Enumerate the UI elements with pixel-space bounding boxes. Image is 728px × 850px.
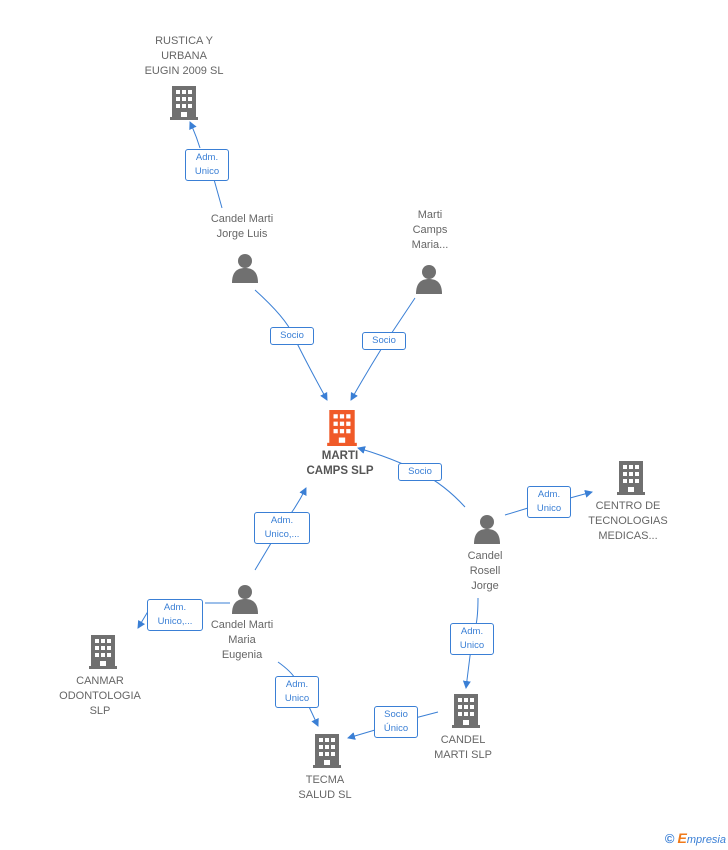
- person-icon[interactable]: [232, 254, 258, 283]
- edge-label-adm-unico: Adm. Unico: [527, 486, 571, 518]
- edge-label-adm-unico: Adm. Unico: [450, 623, 494, 655]
- node-label-candel-rosell[interactable]: Candel Rosell Jorge: [467, 550, 503, 592]
- person-icon[interactable]: [232, 585, 258, 614]
- node-label-candel-marti-maria[interactable]: Candel Marti Maria Eugenia: [210, 619, 274, 661]
- building-icon[interactable]: [452, 694, 480, 728]
- edge-label-socio: Socio: [398, 463, 442, 481]
- edge-label-adm-unico: Adm. Unico: [185, 149, 229, 181]
- node-label-marti-camps-maria[interactable]: Marti Camps Maria...: [411, 209, 449, 251]
- edge-candel-rosell-to-centro: [504, 492, 592, 516]
- edge-label-socio: Socio: [270, 327, 314, 345]
- node-label-tecma[interactable]: TECMA SALUD SL: [298, 774, 352, 801]
- person-icon[interactable]: [416, 265, 442, 294]
- edge-label-adm-unico: Adm. Unico,...: [147, 599, 203, 631]
- brand-name: mpresia: [686, 834, 726, 846]
- node-label-main[interactable]: MARTI CAMPS SLP: [306, 450, 374, 477]
- brand-initial: E: [677, 830, 687, 846]
- node-label-candel-marti-slp[interactable]: CANDEL MARTI SLP: [434, 734, 492, 761]
- edge-candel-slp-to-tecma: [348, 711, 439, 738]
- node-label-candel-marti-jorge[interactable]: Candel Marti Jorge Luis: [210, 213, 274, 240]
- nodes: [89, 86, 645, 768]
- main-building-icon[interactable]: [327, 410, 357, 446]
- building-icon[interactable]: [89, 635, 117, 669]
- edge-label-adm-unico: Adm. Unico,...: [254, 512, 310, 544]
- node-label-rustica[interactable]: RUSTICA Y URBANA EUGIN 2009 SL: [144, 35, 224, 77]
- footer-brand[interactable]: © Empresia: [665, 830, 726, 846]
- node-label-centro[interactable]: CENTRO DE TECNOLOGIAS MEDICAS...: [588, 500, 668, 542]
- building-icon[interactable]: [170, 86, 198, 120]
- person-icon[interactable]: [474, 515, 500, 544]
- building-icon[interactable]: [313, 734, 341, 768]
- edge-label-socio-unico: Socio Único: [374, 706, 418, 738]
- edge-label-adm-unico: Adm. Unico: [275, 676, 319, 708]
- node-label-canmar[interactable]: CANMAR ODONTOLOGIA SLP: [59, 675, 141, 717]
- copyright-icon: ©: [664, 831, 675, 846]
- edge-label-socio: Socio: [362, 332, 406, 350]
- edge-candel-jorge-to-main: [254, 289, 328, 401]
- building-icon[interactable]: [617, 461, 645, 495]
